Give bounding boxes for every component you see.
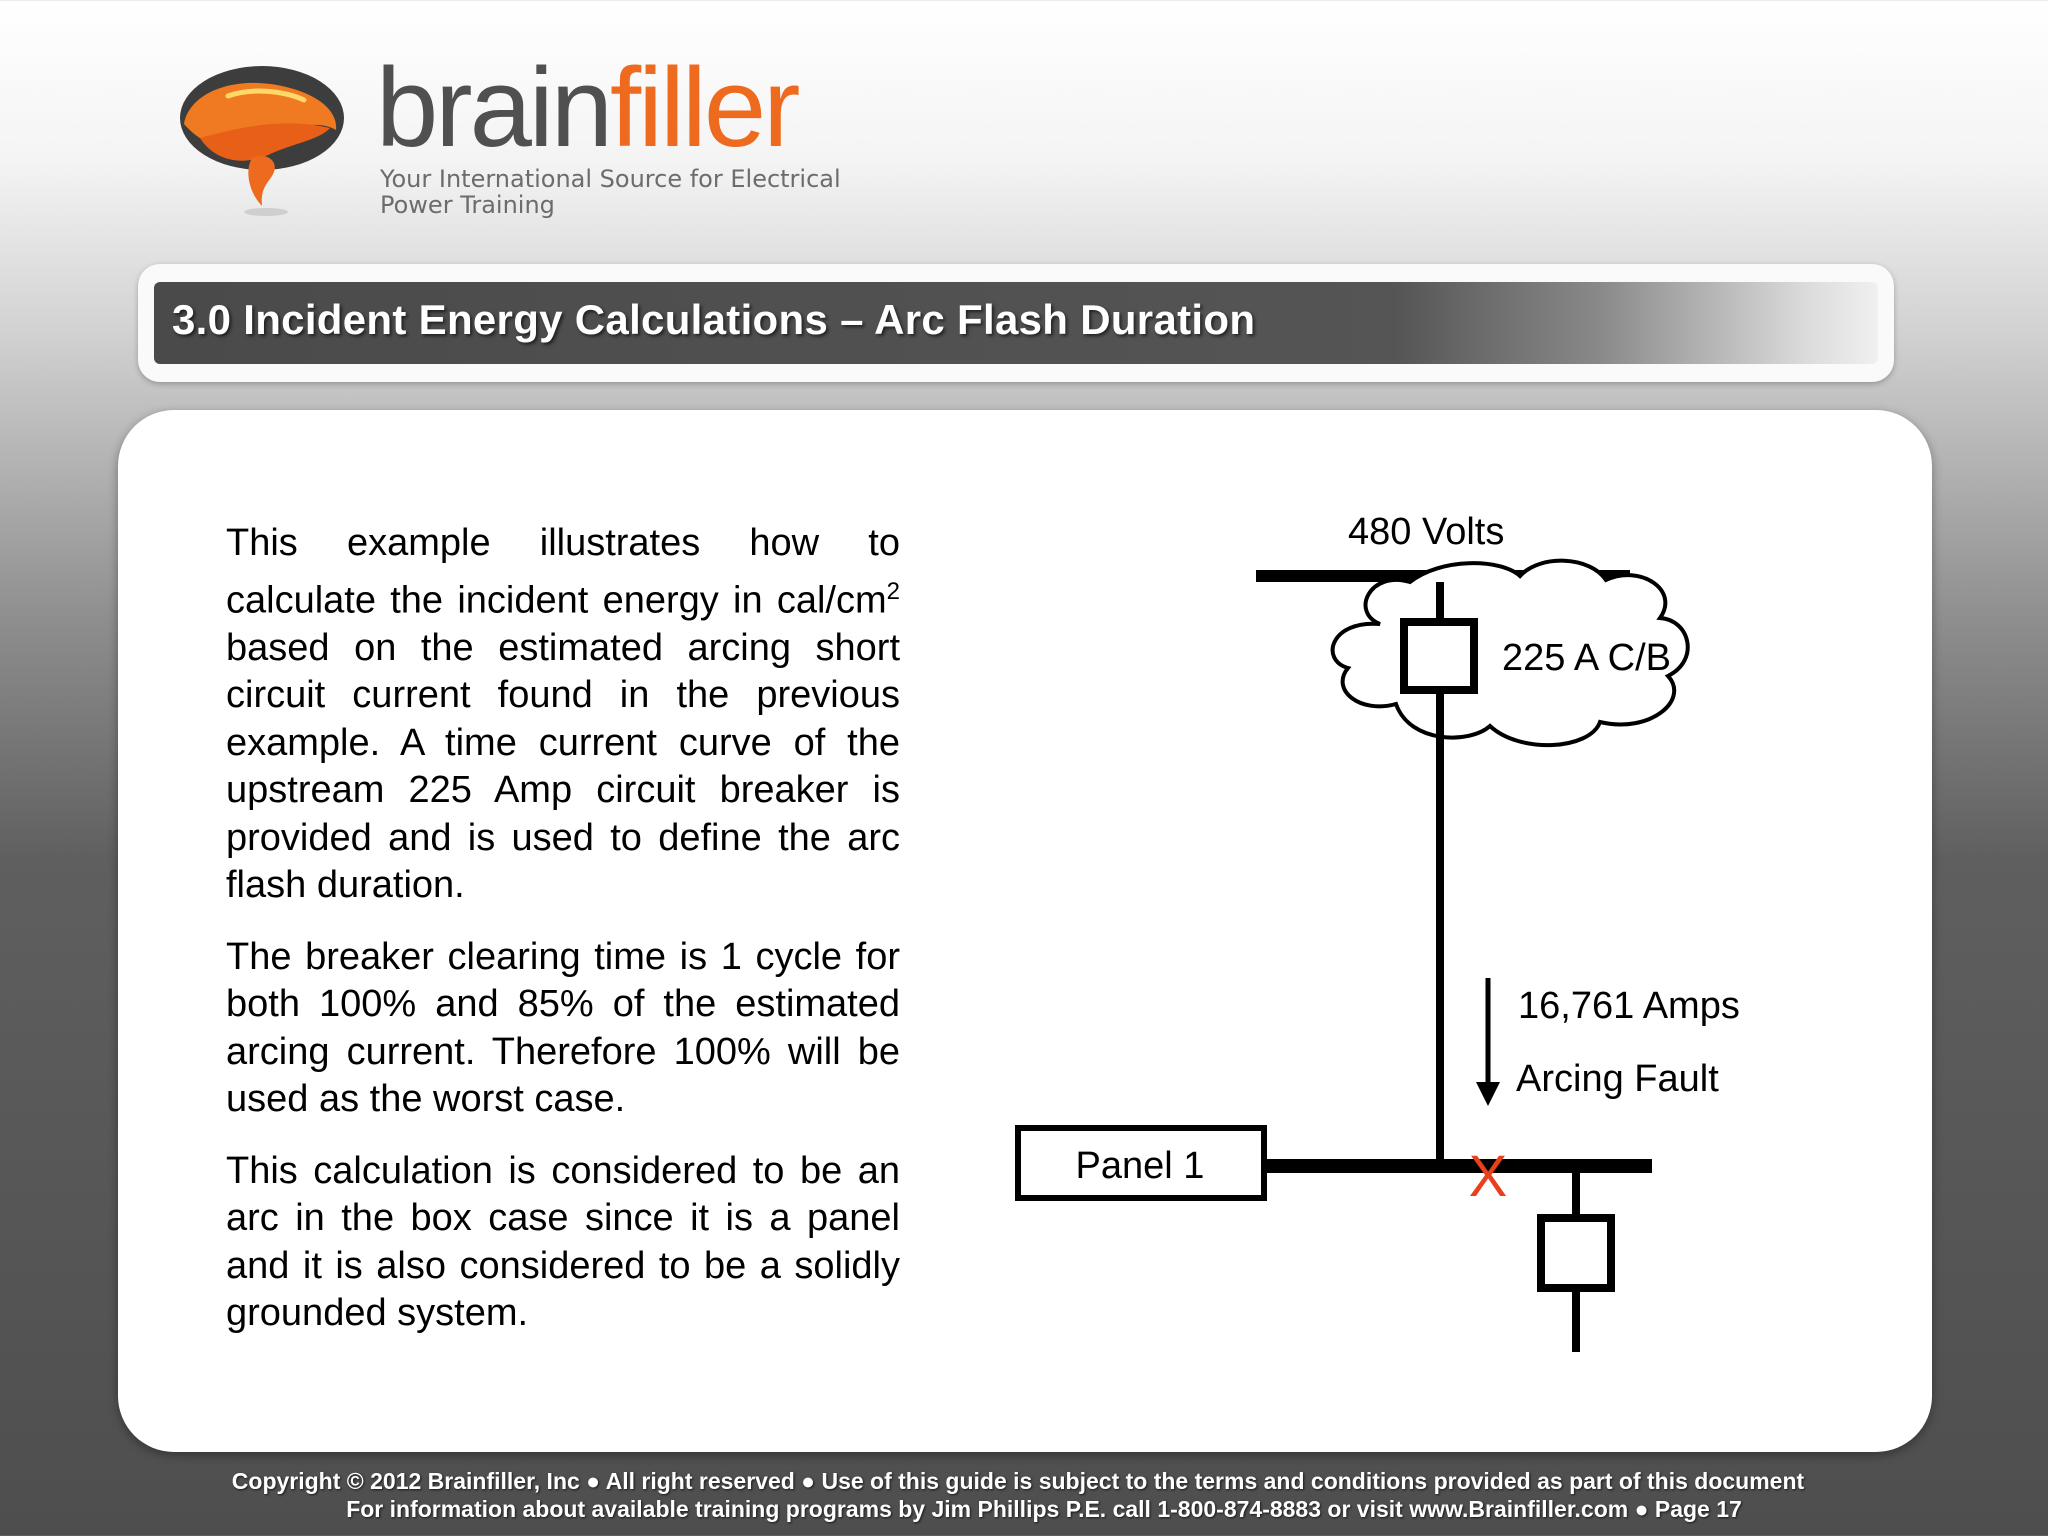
title-frame (138, 264, 1894, 382)
current-arrow-head-icon (1476, 1082, 1500, 1106)
fault-marker-x: X (1469, 1144, 1508, 1209)
body-text: This example illustrates how to calculat… (226, 520, 900, 1362)
brainfiller-logo-icon (180, 66, 344, 216)
paragraph-1-text-b: based on the estimated arcing short circ… (226, 626, 900, 907)
paragraph-1-text-a: This example illustrates how to calculat… (226, 522, 900, 622)
brand-part-filler: filler (610, 45, 800, 170)
bus-voltage-label: 480 Volts (1348, 511, 1504, 553)
paragraph-1-superscript: 2 (886, 577, 900, 605)
paragraph-3: This calculation is considered to be an … (226, 1149, 900, 1335)
slide-title: 3.0 Incident Energy Calculations – Arc F… (172, 296, 1256, 343)
current-label: 16,761 Amps (1518, 985, 1740, 1027)
brand-tagline: Your International Source for Electrical… (380, 165, 841, 219)
breaker-label: 225 A C/B (1502, 637, 1671, 679)
footer-copyright: Copyright © 2012 Brainfiller, Inc ● All … (231, 1468, 1805, 1494)
paragraph-1: This example illustrates how to calculat… (226, 520, 900, 910)
circuit-breaker-225a (1400, 618, 1478, 694)
brand-part-brain: brain (376, 45, 613, 170)
one-line-diagram: 480 Volts 225 A C/B 16,761 Amps Arcing F… (1015, 511, 1740, 1352)
brand-wordmark: brainfiller (376, 52, 800, 164)
panel-1-label: Panel 1 (1076, 1145, 1205, 1187)
title-bar (154, 282, 1878, 364)
footer-contact: For information about available training… (346, 1496, 1742, 1522)
panel-1-box (1015, 1125, 1267, 1201)
paragraph-2: The breaker clearing time is 1 cycle for… (226, 935, 900, 1121)
cloud-highlight (1330, 558, 1690, 747)
branch-circuit-breaker (1537, 1214, 1615, 1292)
fault-type-label: Arcing Fault (1516, 1058, 1719, 1100)
